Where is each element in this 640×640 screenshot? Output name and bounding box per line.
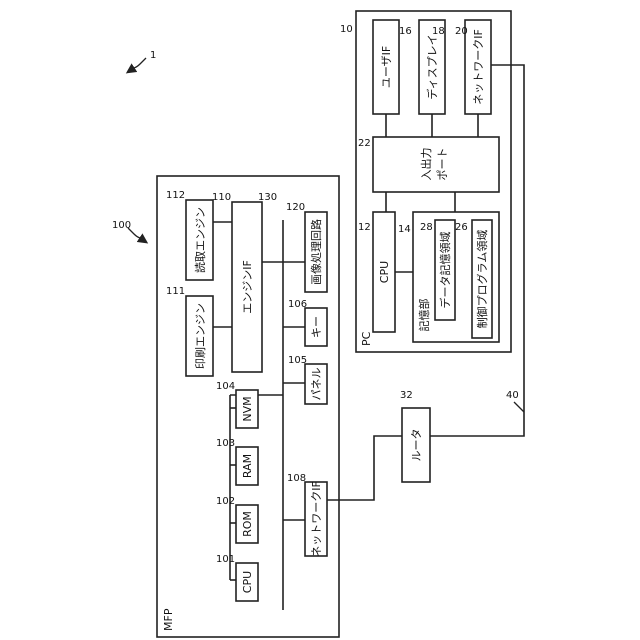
nvm-label: NVM (241, 396, 254, 421)
user-if-ref: 16 (399, 26, 412, 37)
pc-cpu-label: CPU (378, 261, 391, 283)
pc-label: PC (360, 331, 373, 346)
storage-label: 記憶部 (417, 299, 431, 332)
panel-ref: 105 (288, 355, 307, 366)
pc-netif-ref: 20 (455, 26, 468, 37)
io-port-label-1: 入出力 (419, 148, 433, 181)
io-port-ref: 22 (358, 138, 371, 149)
user-if-label: ユーザIF (380, 46, 393, 88)
mfp-cpu-ref: 101 (216, 554, 235, 565)
key-label: キー (310, 316, 323, 338)
image-proc-label: 画像処理回路 (310, 219, 323, 285)
pc-cpu-ref: 12 (358, 222, 371, 233)
ram-label: RAM (241, 454, 254, 478)
nvm-ref: 104 (216, 381, 235, 392)
program-area-ref: 26 (455, 222, 468, 233)
system-ref: 1 (150, 50, 156, 61)
engine-if-ref: 110 (212, 192, 231, 203)
mfp-ref: 100 (112, 220, 131, 231)
mfp-cpu-label: CPU (241, 571, 254, 593)
engine-if-label: エンジンIF (241, 260, 254, 314)
data-area-label: データ記憶領域 (438, 232, 452, 309)
data-area-ref: 28 (420, 222, 433, 233)
display-label: ディスプレイ (425, 34, 439, 99)
rom-label: ROM (241, 511, 254, 537)
print-engine-label: 印刷エンジン (194, 303, 207, 369)
image-proc-ref: 120 (286, 202, 305, 213)
network-ref: 40 (506, 390, 519, 401)
storage-ref: 14 (398, 224, 411, 235)
pc-ref: 10 (340, 24, 353, 35)
router-label: ルータ (410, 429, 423, 462)
rom-ref: 102 (216, 496, 235, 507)
pc-netif-label: ネットワークIF (472, 29, 485, 105)
network-ref-leader (514, 402, 524, 412)
system-ref-arrow (128, 58, 146, 72)
display-ref: 18 (432, 26, 445, 37)
ram-ref: 103 (216, 438, 235, 449)
program-area-label: 制御プログラム領域 (475, 230, 489, 329)
key-ref: 106 (288, 299, 307, 310)
mfp-netif-ref: 108 (287, 473, 306, 484)
mfp-netif-label: ネットワークIF (310, 481, 323, 557)
scan-engine-label: 読取エンジン (193, 207, 207, 273)
print-engine-ref: 111 (166, 286, 185, 297)
mfp-label: MFP (162, 608, 175, 631)
router-ref: 32 (400, 390, 413, 401)
mfp-ref-arrow (128, 228, 146, 242)
io-port-label-2: ポート (436, 148, 449, 181)
scan-engine-ref: 112 (166, 190, 185, 201)
panel-label: パネル (310, 368, 323, 401)
